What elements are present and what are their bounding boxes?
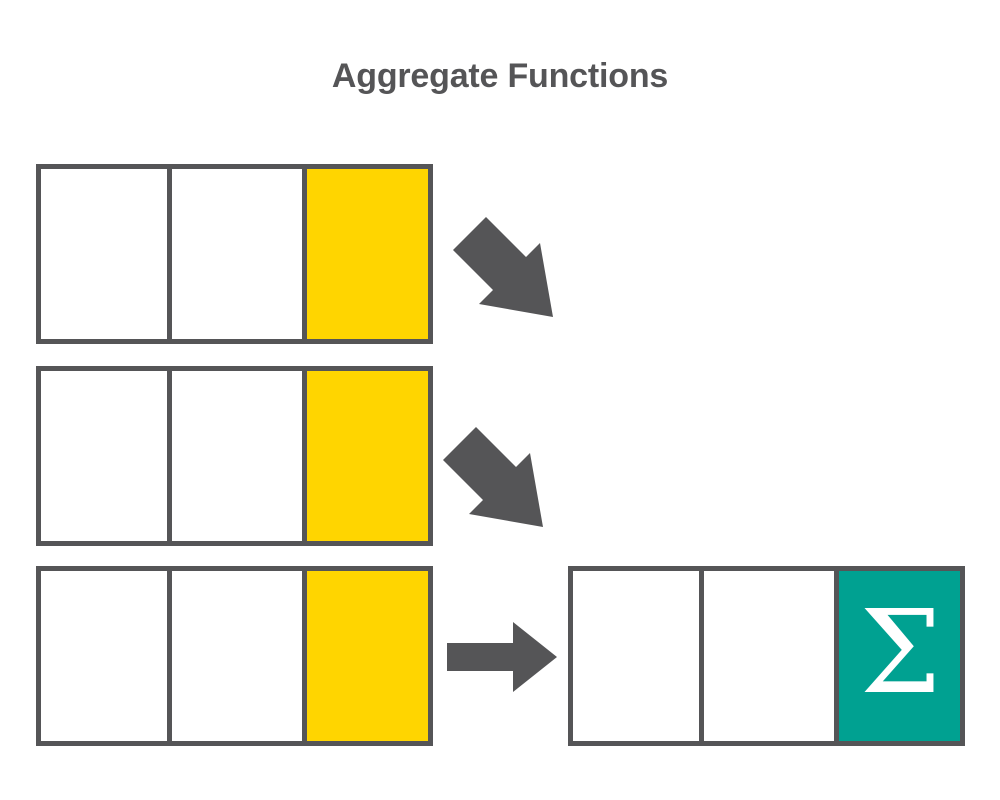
source-row-2-cell-2	[172, 371, 307, 541]
source-row-3-cell-1	[41, 571, 172, 741]
source-row-1-cell-1	[41, 169, 172, 339]
source-row-2	[36, 366, 433, 546]
source-row-1-cell-2	[172, 169, 307, 339]
source-row-2-cell-3-highlighted	[307, 371, 428, 541]
arrow-horizontal-3	[447, 622, 557, 692]
result-row-cell-3-aggregate: Σ	[839, 571, 960, 741]
arrow-diagonal-1	[448, 212, 560, 324]
source-row-3	[36, 566, 433, 746]
result-row: Σ	[568, 566, 965, 746]
arrow-diagonal-2	[438, 422, 550, 534]
source-row-3-cell-2	[172, 571, 307, 741]
source-row-1-cell-3-highlighted	[307, 169, 428, 339]
sigma-icon: Σ	[859, 585, 942, 720]
page-title: Aggregate Functions	[331, 57, 669, 95]
result-row-cell-2	[704, 571, 839, 741]
source-row-2-cell-1	[41, 371, 172, 541]
source-row-1	[36, 164, 433, 344]
source-row-3-cell-3-highlighted	[307, 571, 428, 741]
result-row-cell-1	[573, 571, 704, 741]
